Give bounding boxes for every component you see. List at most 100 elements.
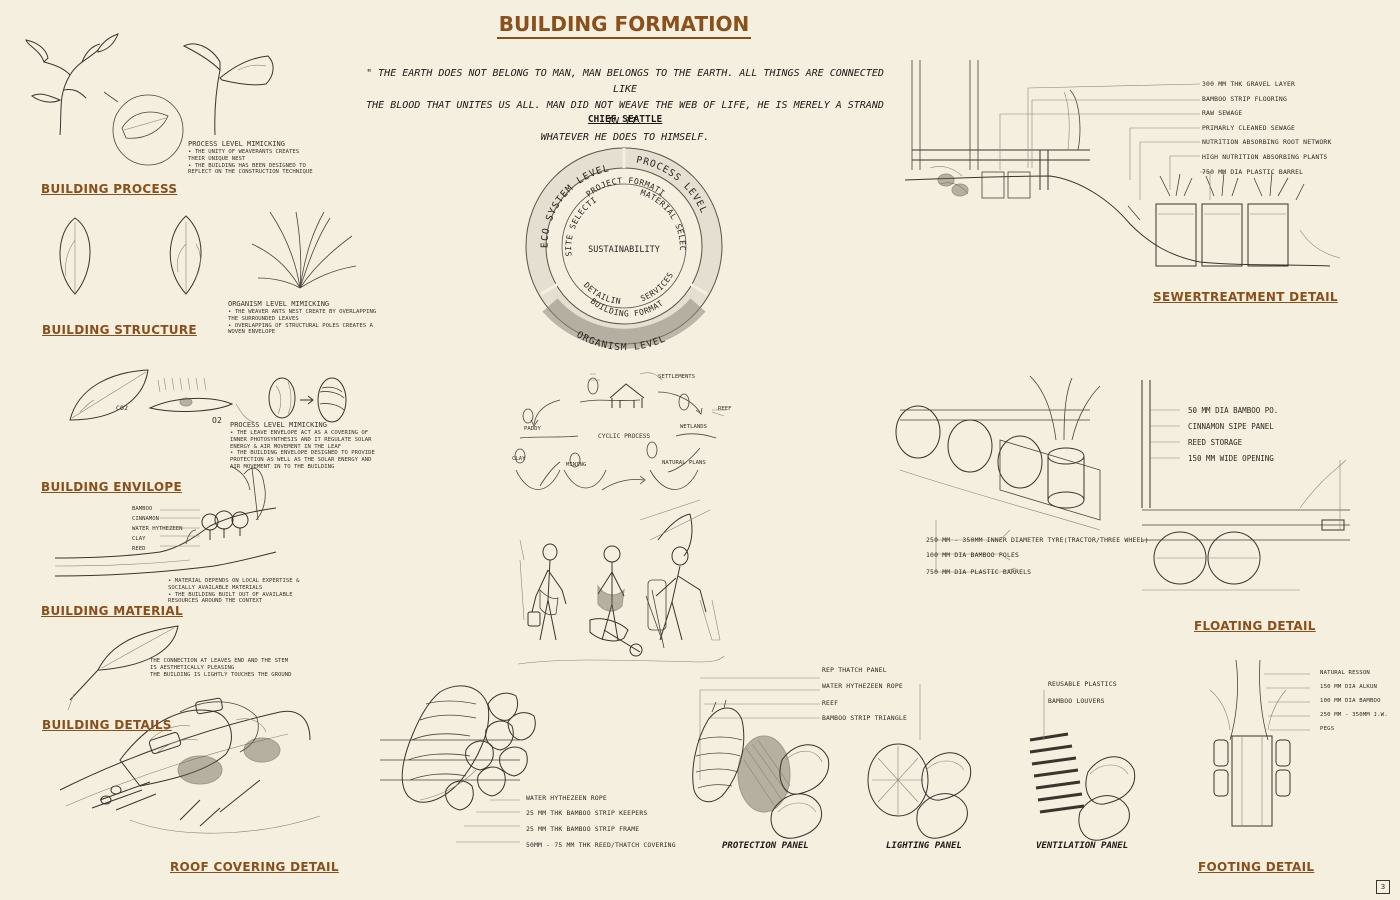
note-building-material: • MATERIAL DEPENDS ON LOCAL EXPERTISE & … xyxy=(168,578,299,605)
panels-label: REUSABLE PLASTICS xyxy=(1048,680,1117,688)
ring-inner-site: SITE SELECTION xyxy=(0,0,599,257)
quote: " THE EARTH DOES NOT BELONG TO MAN, MAN … xyxy=(360,66,890,146)
ring-outer-eco: ECO SYSTEM LEVEL xyxy=(540,163,611,248)
heading-building-structure: BUILDING STRUCTURE xyxy=(42,323,197,337)
ring-center: SUSTAINABILITY xyxy=(588,245,660,255)
panel-detail-label: 25 mm THK BAMBOO STRIP KEEPERS xyxy=(526,809,648,817)
page-number: 3 xyxy=(1376,880,1390,894)
workers-sketch xyxy=(517,499,725,665)
floating-label: 50 mm DIA BAMBOO PO. xyxy=(1188,406,1279,415)
panels-sketch xyxy=(692,677,1136,841)
cycle-node-settlements: SETTLEMENTS xyxy=(658,374,696,380)
note-line: • OVERLAPPING OF STRUCTURAL POLES CREATE… xyxy=(228,322,373,329)
magnifier-circle xyxy=(103,91,184,166)
quote-line-3: WHATEVER HE DOES TO HIMSELF. xyxy=(540,132,710,143)
sewer-label: RAW SEWAGE xyxy=(1202,109,1243,117)
footing-label: 100 mm DIA BAMBOO xyxy=(1320,698,1381,704)
lighting-panel-caption: LIGHTING PANEL xyxy=(886,841,962,851)
note-line: THE CONNECTION AT LEAVES END AND THE STE… xyxy=(150,658,289,664)
panels-label: WATER HYTHEZEEN ROPE xyxy=(822,682,903,690)
note-line: • THE UNITY OF WEAVERANTS CREATES xyxy=(188,149,300,155)
floating-label: REED STORAGE xyxy=(1188,438,1243,447)
note-line: THEIR UNIQUE NEST xyxy=(188,155,246,162)
quote-author: CHIEF SEATTLE xyxy=(587,114,663,125)
floating-label: 250 mm - 350mm INNER DIAMETER TYRE(TRACT… xyxy=(926,536,1149,544)
details-leaf-sketch xyxy=(67,625,179,711)
material-label: BAMBOO xyxy=(132,506,153,512)
ring-diagram xyxy=(525,147,723,349)
panel-detail-label: 50mm - 75 mm THK REED/THATCH COVERING xyxy=(526,841,676,849)
cycle-center: CYCLIC PROCESS xyxy=(598,433,651,440)
note-line: SOCIALLY AVAILABLE MATERIALS xyxy=(168,584,263,591)
cycle-node-mining: MINING xyxy=(566,462,587,468)
heading-building-material: BUILDING MATERIAL xyxy=(41,604,183,618)
material-label: REED xyxy=(132,546,146,552)
note-line: PROTECTION AS WELL AS THE SOLAR ENERGY A… xyxy=(230,457,372,464)
note-building-structure: ORGANISM LEVEL MIMICKING • THE WEAVER AN… xyxy=(228,300,376,336)
note-line: IS AESTHETICALLY PLEASING xyxy=(150,664,235,671)
ring-inner-project: PROJECT FORMATION xyxy=(0,0,667,199)
cycle-node-clay: CLAY xyxy=(512,456,526,462)
note-line: THE SURROUNDED LEAVES xyxy=(228,315,299,322)
panels-label: BAMBOO LOUVERS xyxy=(1048,697,1105,705)
co2-label: CO2 xyxy=(116,404,129,412)
floating-section-sketch xyxy=(895,375,1350,591)
cycle-node-reef: REEF xyxy=(718,406,732,412)
note-line: REFLECT ON THE CONSTRUCTION TECHNIQUE xyxy=(188,169,313,176)
note-line: THE BUILDING IS LIGHTLY TOUCHES THE GROU… xyxy=(150,671,292,678)
footing-label: 250 mm - 350mm J.W. xyxy=(1320,712,1388,718)
panels-label: REEF xyxy=(822,699,839,707)
heading-sewer: SEWERTREATMENT DETAIL xyxy=(1153,290,1338,304)
cycle-node-wetlands: WETLANDS xyxy=(680,424,707,430)
grass-sketch xyxy=(251,211,357,289)
note-title: ORGANISM LEVEL MIMICKING xyxy=(228,300,330,308)
note-building-details: THE CONNECTION AT LEAVES END AND THE STE… xyxy=(150,658,291,678)
note-line: • THE LEAVE ENVELOPE ACT AS A COVERING O… xyxy=(230,430,369,436)
material-label: CINNAMON xyxy=(132,516,159,522)
note-building-envelope: PROCESS LEVEL MIMICKING • THE LEAVE ENVE… xyxy=(230,421,375,471)
ring-inner-building-formation: BUILDING FORMATION xyxy=(0,0,665,318)
heading-floating: FLOATING DETAIL xyxy=(1194,619,1316,633)
heading-building-process: BUILDING PROCESS xyxy=(41,182,178,196)
panel-detail-label: 25 mm THK BAMBOO STRIP FRAME xyxy=(526,825,640,833)
sewer-label: BAMBOO STRIP FLOORING xyxy=(1202,95,1287,103)
process-branch-sketch xyxy=(25,33,274,136)
material-labels: BAMBOO CINNAMON WATER HYTHEZEEN CLAY REE… xyxy=(132,504,183,554)
note-title: PROCESS LEVEL MIMICKING xyxy=(230,421,327,429)
note-line: ENERGY & AIR MOVEMENT IN THE LEAF xyxy=(230,443,342,450)
quote-line-2: THE BLOOD THAT UNITES US ALL. MAN DID NO… xyxy=(366,100,884,127)
cycle-diagram xyxy=(514,372,726,491)
panels-label: BAMBOO STRIP TRIANGLE xyxy=(822,714,907,722)
sewer-label: HIGH NUTRITION ABSORBING PLANTS xyxy=(1202,153,1328,161)
quote-line-1: " THE EARTH DOES NOT BELONG TO MAN, MAN … xyxy=(366,68,884,95)
heading-footing: FOOTING DETAIL xyxy=(1198,860,1315,874)
material-label: WATER HYTHEZEEN xyxy=(132,526,183,532)
note-line: INNER PHOTOSYNTHESIS AND IT REGULATE SOL… xyxy=(230,436,372,443)
structure-leaf-sketches xyxy=(59,215,202,295)
o2-label: O2 xyxy=(212,416,223,425)
floating-label: 750 mm DIA PLASTIC BARRELS xyxy=(926,568,1032,576)
footing-label: PEGS xyxy=(1320,726,1335,732)
heading-building-details: BUILDING DETAILS xyxy=(42,718,172,732)
footing-label: NATURAL RESSON xyxy=(1320,670,1370,676)
protection-panel-caption: PROTECTION PANEL xyxy=(722,841,809,851)
heading-roof-covering: ROOF COVERING DETAIL xyxy=(170,860,339,874)
panels-label: REP THATCH PANEL xyxy=(822,666,887,674)
note-line: • THE BUILDING BUILT OUT OF AVAILABLE xyxy=(168,591,293,598)
ventilation-panel-caption: VENTILATION PANEL xyxy=(1036,841,1129,851)
woven-panel-sketch xyxy=(380,685,536,843)
footing-label: 150 mm DIA ALKUN xyxy=(1320,684,1378,690)
note-line: AIR MOVEMENT IN TO THE BUILDING xyxy=(230,463,335,470)
floating-label: CINNAMON SIPE PANEL xyxy=(1188,422,1274,431)
material-section xyxy=(54,465,277,577)
cycle-node-natural-plans: NATURAL PLANS xyxy=(662,460,706,466)
note-line: • THE BUILDING HAS BEEN DESIGNED TO xyxy=(188,162,306,169)
footing-section-sketch xyxy=(1209,659,1310,827)
note-line: • THE BUILDING ENVELOPE DESIGNED TO PROV… xyxy=(230,450,375,457)
sewer-label: NUTRITION ABSORBING ROOT NETWORK xyxy=(1202,138,1332,146)
note-line: • MATERIAL DEPENDS ON LOCAL EXPERTISE & xyxy=(168,578,300,584)
note-building-process: PROCESS LEVEL MIMICKING • THE UNITY OF W… xyxy=(188,140,313,176)
note-line: RESOURCES AROUND THE CONTEXT xyxy=(168,598,263,605)
envelope-sketches xyxy=(69,369,347,423)
